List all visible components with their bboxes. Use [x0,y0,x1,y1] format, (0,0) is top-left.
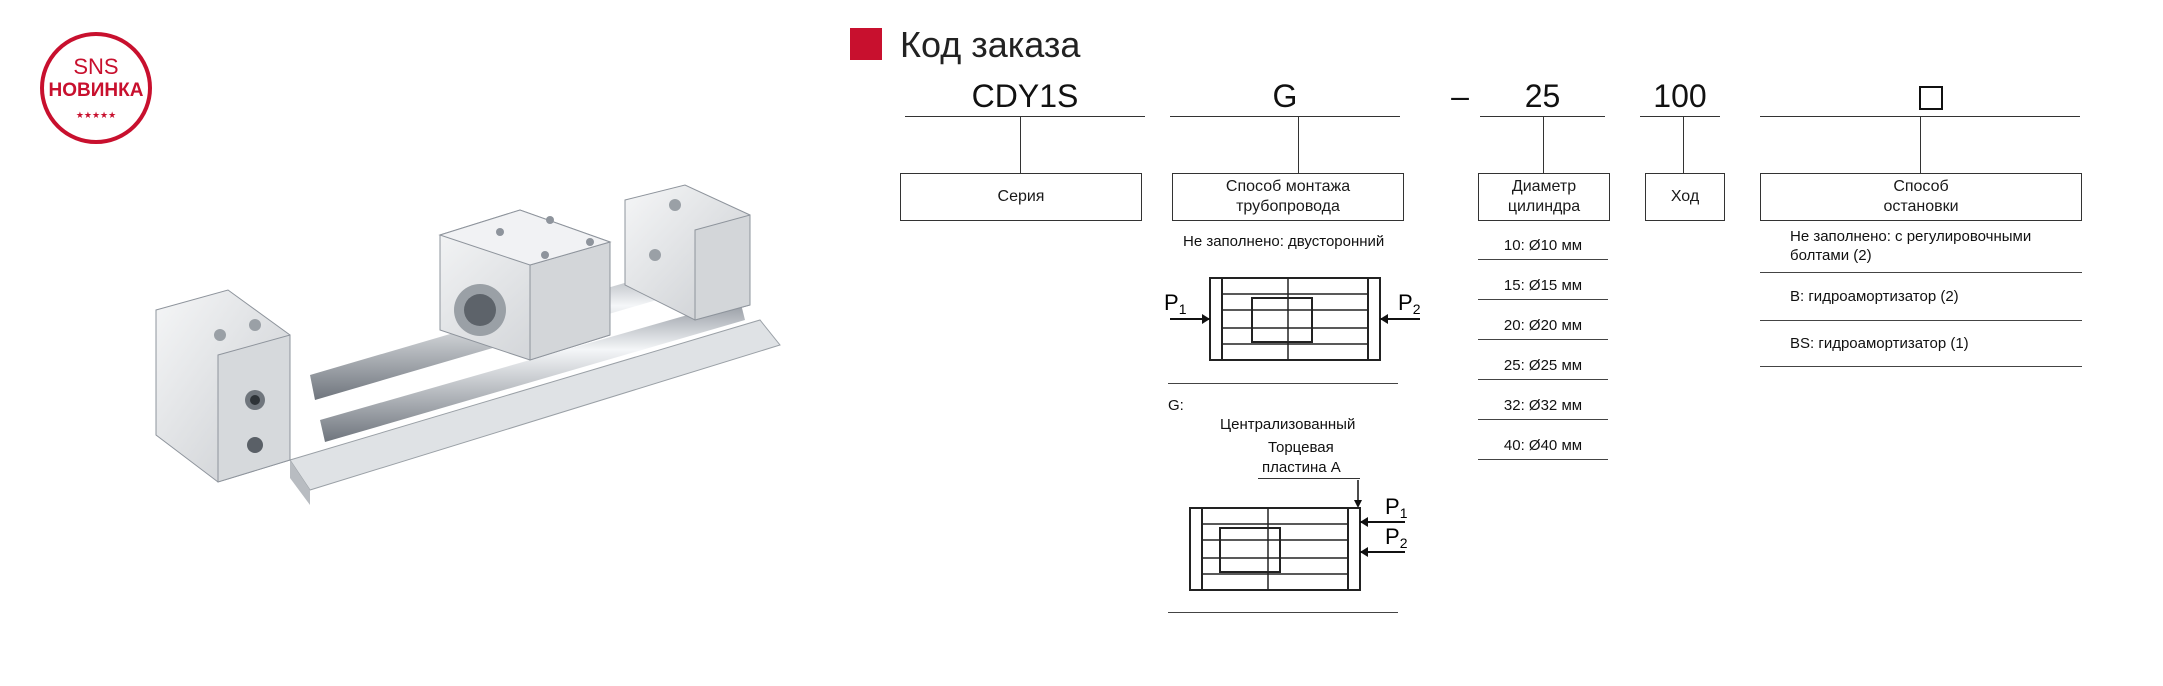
mount-g-desc-line3: пластина А [1262,459,1341,476]
mount-g-desc-line2: Торцевая [1268,439,1334,456]
page-title: Код заказа [900,24,1081,65]
diameter-connector [1543,116,1544,173]
code-mount: G [1272,78,1298,114]
diameter-box-line1: Диаметр [1511,178,1577,195]
mount-g-p1-label: P1 [1385,494,1408,521]
series-box: Серия [900,173,1142,221]
stroke-underline [1640,116,1720,117]
diameter-option: 15: Ø15 мм [1478,272,1608,300]
title-marker [850,28,882,60]
stroke-box-label: Ход [1670,188,1700,205]
diameter-option: 40: Ø40 мм [1478,432,1608,460]
stop-connector [1920,116,1921,173]
mount-p1-label: P1 [1164,290,1187,317]
mount-separator [1168,383,1398,384]
sns-novinka-logo: SNS НОВИНКА ★★★★★ [40,32,152,144]
mount-g-p2-label: P2 [1385,524,1408,551]
mount-g-desc-underline [1258,478,1360,479]
series-underline [905,116,1145,117]
series-box-label: Серия [997,188,1045,205]
logo-tagline: НОВИНКА [49,80,144,101]
diameter-option: 25: Ø25 мм [1478,352,1608,380]
diameter-option: 20: Ø20 мм [1478,312,1608,340]
mount-diagram-two-sided: P1 P2 [1164,277,1421,361]
diameter-box-line2: цилиндра [1507,198,1581,215]
logo-stars: ★★★★★ [76,111,116,121]
stop-box: Способ остановки [1760,173,2082,221]
mount-underline [1170,116,1400,117]
code-stop-empty-box [1919,86,1943,110]
mount-box-line2: трубопровода [1236,198,1340,215]
mount-connector [1298,116,1299,173]
mount-option-g: G: [1168,397,1184,414]
mount-option-blank: Не заполнено: двусторонний [1183,233,1385,250]
stop-separator-3 [1760,366,2082,367]
rodless-cylinder-product-image [155,184,781,505]
code-stroke: 100 [1653,78,1707,114]
stop-separator-1 [1760,272,2082,273]
mount-box-line1: Способ монтажа [1225,178,1351,195]
mount-g-desc-line1: Централизованный [1220,416,1356,433]
mount-diagram-centralized: P1 P2 [1189,480,1408,591]
diameter-box: Диаметр цилиндра [1478,173,1610,221]
mount-p2-label: P2 [1398,290,1421,317]
stop-box-line1: Способ [1893,178,1949,195]
stop-box-line2: остановки [1883,198,1959,215]
series-connector [1020,116,1021,173]
stroke-box: Ход [1645,173,1725,221]
mount-box: Способ монтажа трубопровода [1172,173,1404,221]
code-series: CDY1S [971,78,1079,114]
diameter-underline [1480,116,1605,117]
stop-option-blank-line2: болтами (2) [1790,247,1872,264]
stop-option-blank-line1: Не заполнено: с регулировочными [1790,228,2032,245]
stop-separator-2 [1760,320,2082,321]
code-diameter: 25 [1524,78,1561,114]
stroke-connector [1683,116,1684,173]
stop-option-bs: BS: гидроамортизатор (1) [1790,335,1969,352]
logo-brand: SNS [73,54,118,79]
stop-option-b: B: гидроамортизатор (2) [1790,288,1959,305]
code-dash: – [1451,78,1469,114]
mount-g-separator [1168,612,1398,613]
diameter-option: 10: Ø10 мм [1478,232,1608,260]
diameter-list: 10: Ø10 мм 15: Ø15 мм 20: Ø20 мм 25: Ø25… [1478,232,1608,460]
diameter-option: 32: Ø32 мм [1478,392,1608,420]
